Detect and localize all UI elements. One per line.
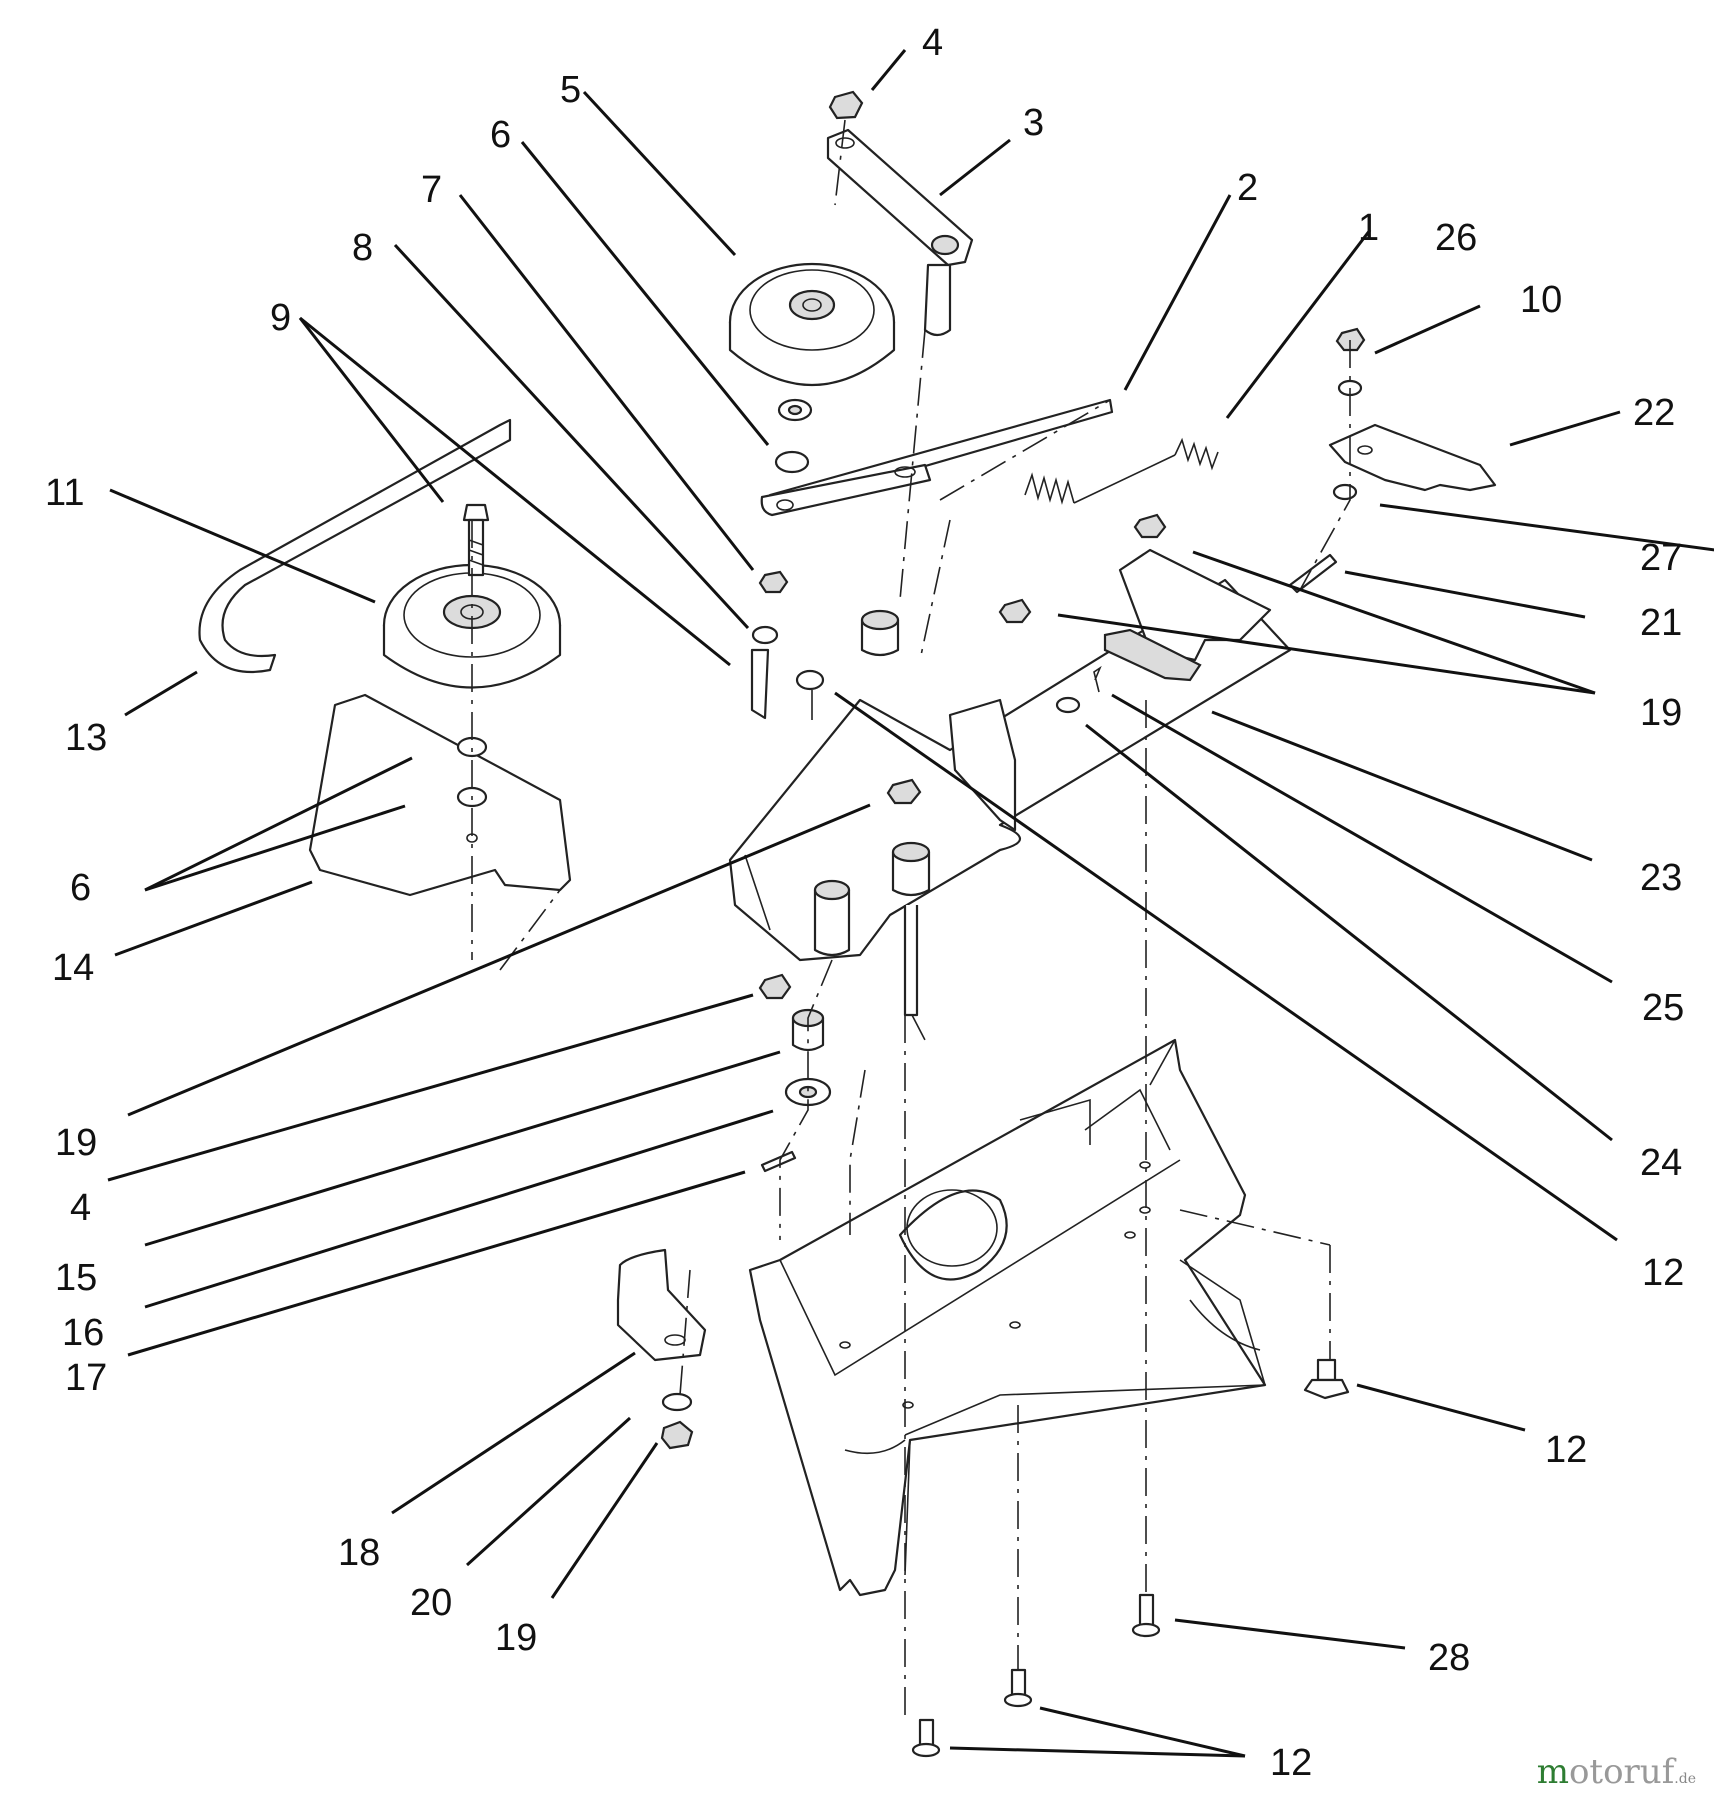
- callout-12c: 12: [1270, 1742, 1312, 1784]
- callout-24: 24: [1640, 1142, 1682, 1184]
- callout-26: 26: [1435, 217, 1477, 259]
- washer-6b: [774, 450, 810, 474]
- callout-25: 25: [1642, 987, 1684, 1029]
- idler-arm: [826, 128, 974, 267]
- upright-bracket: [948, 698, 1017, 832]
- nut-19-mid: [998, 598, 1032, 624]
- spring-1: [1024, 437, 1219, 505]
- callout-11: 11: [45, 472, 84, 514]
- callout-19b: 19: [55, 1122, 97, 1164]
- callout-20: 20: [410, 1582, 452, 1624]
- nut-19-left: [886, 778, 922, 805]
- callout-14: 14: [52, 947, 94, 989]
- bolt-12-right: [1303, 1358, 1350, 1400]
- washer-27: [1332, 483, 1358, 501]
- callout-10: 10: [1520, 279, 1562, 321]
- bolt-12-mid: [1003, 1668, 1033, 1708]
- bracket-18: [616, 1248, 707, 1362]
- callout-4b: 4: [70, 1187, 91, 1229]
- callout-6a: 6: [490, 114, 511, 156]
- belt: [198, 418, 512, 674]
- callout-7: 7: [421, 169, 442, 211]
- callout-12a: 12: [1642, 1252, 1684, 1294]
- parts-illustration: [198, 90, 1497, 1758]
- washer-7: [758, 570, 789, 594]
- callout-9: 9: [270, 297, 291, 339]
- nut-19-upper: [1133, 513, 1167, 539]
- washer-6c: [456, 736, 488, 758]
- callout-19c: 19: [495, 1617, 537, 1659]
- nut-4-lower: [758, 973, 792, 1000]
- pin-21: [1288, 553, 1338, 594]
- leader-lines: [107, 49, 1714, 1758]
- callout-18: 18: [338, 1532, 380, 1574]
- link-rod: [760, 398, 1114, 517]
- pin-17: [760, 1150, 797, 1173]
- callout-12b: 12: [1545, 1429, 1587, 1471]
- pulley-upper: [728, 262, 896, 386]
- bolt-12-bottom: [911, 1718, 941, 1758]
- watermark-rest: otoruf: [1568, 1752, 1675, 1792]
- callout-28: 28: [1428, 1637, 1470, 1679]
- bracket-22: [1328, 423, 1497, 492]
- callout-3: 3: [1023, 102, 1044, 144]
- bolt-28: [1131, 1593, 1161, 1638]
- callout-6b: 6: [70, 867, 91, 909]
- washer-24: [1055, 696, 1081, 714]
- watermark-tld: .de: [1674, 1771, 1696, 1787]
- callout-13: 13: [65, 717, 107, 759]
- callout-4a: 4: [922, 22, 943, 64]
- callout-27: 27: [1640, 537, 1682, 579]
- callout-16: 16: [62, 1312, 104, 1354]
- spacer-b: [891, 850, 931, 897]
- callout-15: 15: [55, 1257, 97, 1299]
- nut-4-top: [828, 90, 864, 120]
- left-plate: [308, 693, 572, 897]
- clip-25: [1093, 665, 1102, 693]
- nut-19-bottom: [660, 1420, 694, 1450]
- pin-8: [750, 648, 770, 720]
- callout-1: 1: [1358, 207, 1379, 249]
- watermark-logo: motoruf.de: [1537, 1752, 1696, 1792]
- cam-block: [1103, 628, 1202, 682]
- callout-21: 21: [1640, 602, 1682, 644]
- lower-shroud: [748, 1038, 1267, 1597]
- clevis-pin-12: [795, 669, 825, 691]
- callout-22: 22: [1633, 392, 1675, 434]
- washer-20: [661, 1392, 693, 1412]
- callout-2: 2: [1237, 167, 1258, 209]
- callout-23: 23: [1640, 857, 1682, 899]
- callout-19a: 19: [1640, 692, 1682, 734]
- spacer-c: [813, 888, 851, 957]
- nut-26: [1335, 327, 1366, 352]
- callout-8: 8: [352, 227, 373, 269]
- washer-8: [751, 625, 779, 645]
- watermark-first: m: [1536, 1752, 1569, 1792]
- callout-5: 5: [560, 69, 581, 111]
- callout-labels: 1 2 3 4 4 5 6 6 7 8 9 10 11 12 12 12 13 …: [45, 22, 1684, 1784]
- callout-17: 17: [65, 1357, 107, 1399]
